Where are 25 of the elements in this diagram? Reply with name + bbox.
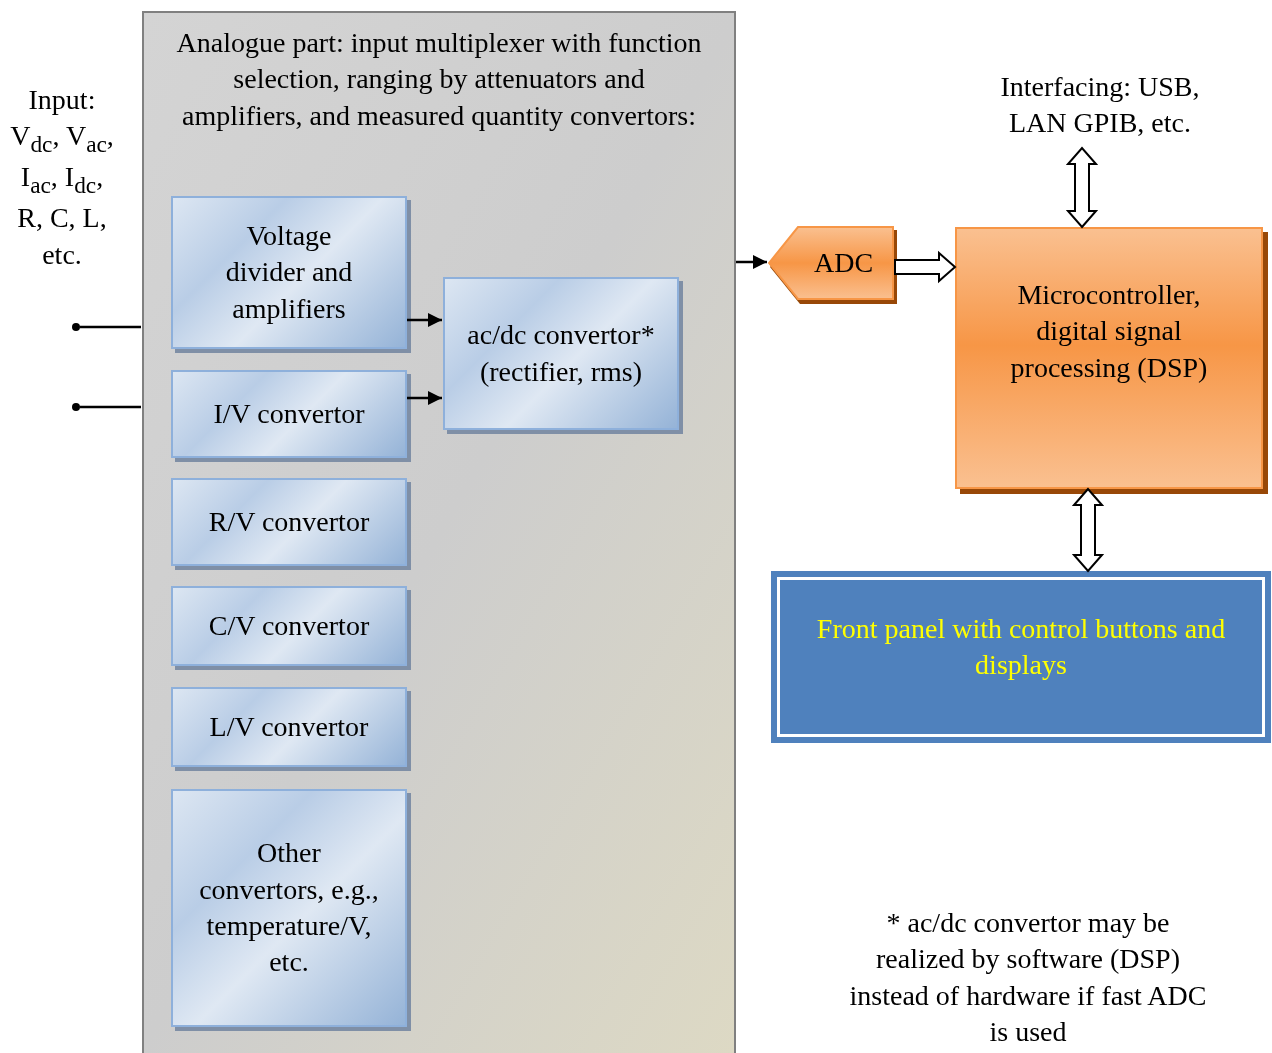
node-label: L/V convertor bbox=[209, 709, 369, 744]
block-arrow bbox=[1071, 487, 1105, 573]
arrow bbox=[736, 255, 767, 269]
node-label: R/V convertor bbox=[208, 504, 370, 539]
node-label: Front panel with control buttons and displays bbox=[815, 612, 1227, 683]
terminal-dot bbox=[72, 403, 80, 411]
node-label: ac/dc convertor* (rectifier, rms) bbox=[466, 318, 656, 389]
input-line bbox=[80, 325, 141, 329]
node-label: Other convertors, e.g., temperature/V, etc. bbox=[198, 836, 380, 980]
node-label: C/V convertor bbox=[208, 608, 370, 643]
node-label: I/V convertor bbox=[213, 396, 365, 431]
section-heading: Analogue part: input multiplexer with function selection, ranging by attenuators and amplifiers, and measured quantity convertors: bbox=[175, 26, 703, 133]
footnote: * ac/dc convertor may be realized by software (DSP) instead of hardware if fast ADC is used bbox=[848, 906, 1208, 1050]
input-line bbox=[80, 405, 141, 409]
arrow bbox=[407, 391, 442, 405]
node-label: Voltage divider and amplifiers bbox=[224, 218, 354, 326]
terminal-dot bbox=[72, 323, 80, 331]
arrow bbox=[407, 313, 442, 327]
section-panel bbox=[142, 11, 736, 1053]
block-arrow bbox=[1065, 146, 1099, 229]
node-label: Interfacing: USB, LAN GPIB, etc. bbox=[999, 69, 1201, 140]
input-label: Input: V$_{dc}$, V$_{ac}$, I$_{ac}$, I$_{dc}$, R, C, L, etc. bbox=[9, 83, 115, 272]
panel-box bbox=[771, 571, 1271, 743]
node-label: Microcontroller, digital signal processing (DSP) bbox=[1009, 278, 1209, 385]
block-arrow bbox=[894, 250, 957, 284]
